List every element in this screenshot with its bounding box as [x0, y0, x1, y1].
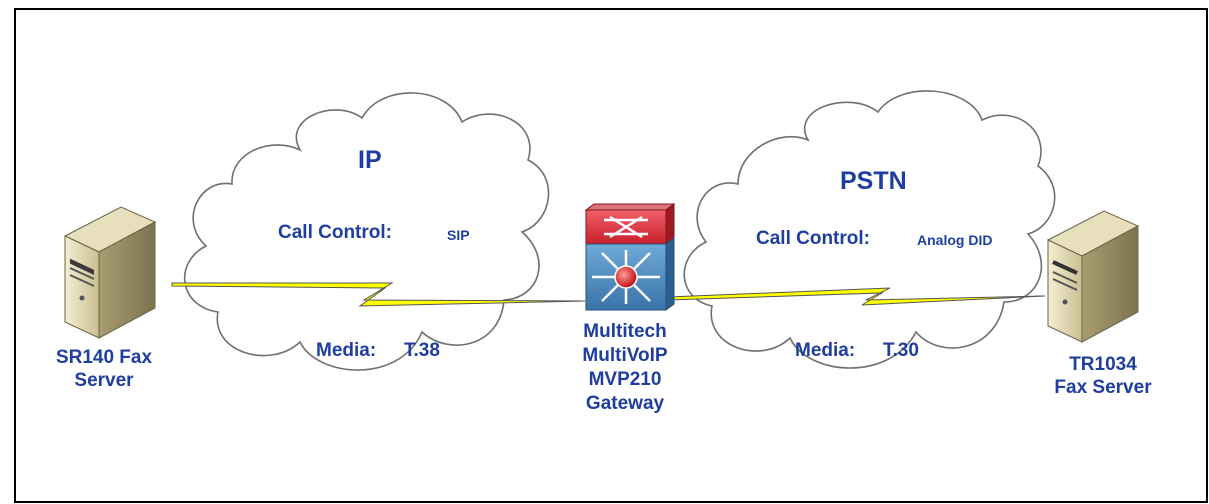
multilayer-switch-icon	[584, 203, 676, 311]
pstn-link-lightning	[667, 287, 1046, 306]
ip-media-value: T.38	[404, 340, 440, 361]
gateway-label-line: MultiVoIP	[582, 345, 668, 366]
ip-cloud-title: IP	[358, 146, 382, 174]
gateway-label: Multitech MultiVoIP MVP210 Gateway	[555, 320, 695, 416]
left-server-label-line1: SR140 Fax	[55, 347, 153, 368]
right-server-label-line2: Fax Server	[1054, 377, 1152, 398]
gateway-label-line: MVP210	[588, 369, 662, 390]
ip-link-lightning	[171, 282, 586, 307]
pstn-media-label: Media:	[795, 340, 856, 361]
gateway-label-line: Multitech	[583, 321, 667, 342]
pstn-media-value: T.30	[883, 340, 919, 361]
ip-call-control-value: SIP	[447, 227, 470, 243]
right-server-label: TR1034 Fax Server	[1033, 353, 1173, 399]
ip-media-label: Media:	[316, 340, 377, 361]
left-server-label: SR140 Fax Server	[34, 346, 174, 392]
left-server-label-line2: Server	[74, 370, 134, 391]
pstn-cloud-title: PSTN	[840, 167, 907, 195]
pstn-call-control-label: Call Control:	[756, 228, 870, 249]
pstn-call-control-value: Analog DID	[917, 232, 993, 248]
server-tower-icon	[63, 206, 157, 339]
server-tower-icon	[1046, 210, 1140, 343]
gateway-label-line: Gateway	[585, 393, 665, 414]
right-server-label-line1: TR1034	[1069, 354, 1137, 375]
ip-call-control-label: Call Control:	[278, 222, 392, 243]
